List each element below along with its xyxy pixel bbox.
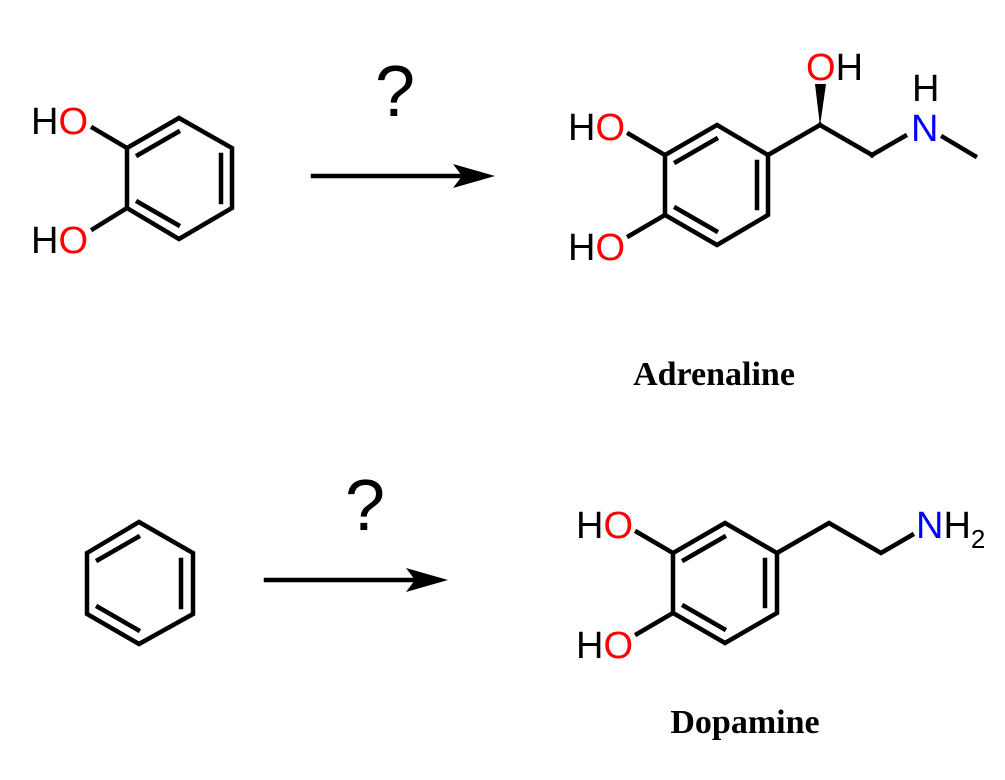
bond: [89, 204, 131, 233]
bond: [816, 121, 876, 159]
double-bond: [134, 198, 182, 229]
benzene-structure: [84, 519, 196, 647]
double-bond: [94, 533, 142, 564]
adrenaline-label: Adrenaline: [633, 356, 795, 393]
benzene-ring: [662, 122, 771, 248]
double-bond: [680, 602, 728, 633]
double-bond: [94, 603, 142, 634]
bond: [633, 528, 677, 557]
catechol-structure: HO HO: [31, 101, 235, 262]
hydroxyl-label: HO: [31, 220, 88, 262]
amine-n-label: N: [911, 108, 938, 150]
double-bond: [680, 533, 728, 564]
hydroxyl-label: HO: [568, 107, 625, 149]
bond: [764, 121, 824, 159]
benzene-ring: [124, 115, 235, 242]
bond: [868, 132, 909, 159]
amine-label: NH2: [916, 505, 985, 554]
ethyl-chain: [773, 520, 916, 557]
double-bond: [134, 128, 182, 159]
dopamine-label: Dopamine: [670, 704, 819, 741]
hydroxyl-label: OH: [806, 47, 863, 89]
hydroxyl-label: HO: [576, 625, 633, 667]
bond: [633, 609, 677, 638]
hydroxyl-label: HO: [31, 101, 88, 143]
adrenaline-structure: HO HO OH N H: [568, 47, 979, 269]
benzene-ring: [670, 520, 780, 646]
hydroxyl-label: HO: [576, 505, 633, 547]
bond: [625, 130, 669, 159]
amine-h-label: H: [912, 68, 939, 110]
double-bond: [672, 204, 720, 235]
bond: [939, 133, 979, 160]
dopamine-structure: HO HO NH2: [576, 505, 985, 667]
reaction-arrow: [263, 568, 448, 592]
double-bond: [672, 135, 720, 166]
hydroxyl-label: HO: [568, 227, 625, 269]
bond: [625, 211, 669, 240]
benzene-ring: [84, 519, 196, 647]
bond: [89, 124, 131, 152]
reagent-question-mark: ?: [375, 52, 415, 132]
reagent-question-mark: ?: [345, 466, 385, 546]
wedge-bond: [815, 84, 826, 126]
reaction-arrow: [310, 164, 495, 188]
